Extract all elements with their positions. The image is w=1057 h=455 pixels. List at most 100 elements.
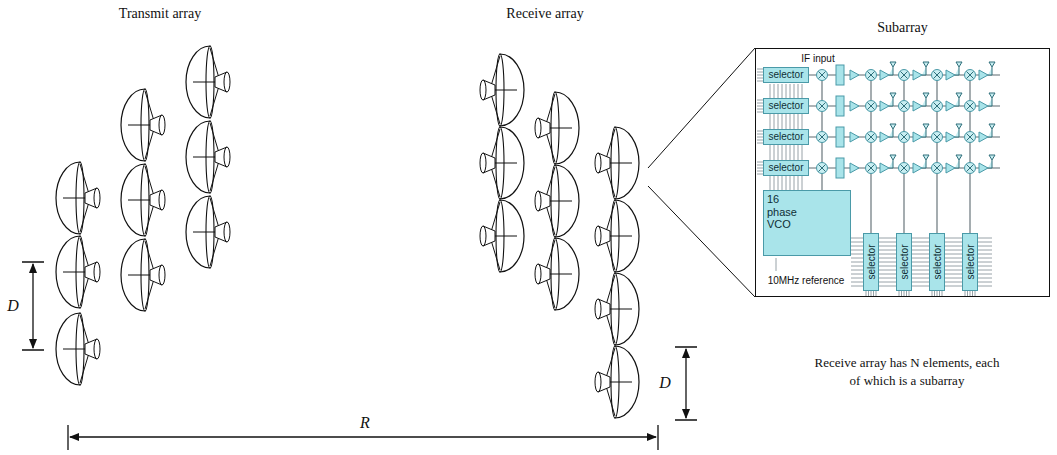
mixer-cross <box>934 134 941 141</box>
vco-box: 16 phase VCO <box>763 190 851 256</box>
antenna-symbol <box>922 93 929 106</box>
subarray-heading: Subarray <box>877 20 928 36</box>
mixer-symbol <box>899 70 910 81</box>
selector-box: selector <box>863 233 879 291</box>
amplifier-symbol <box>979 101 988 111</box>
mixer-cross <box>934 165 941 172</box>
amplifier-symbol <box>979 132 988 142</box>
dimension-marks <box>22 262 697 450</box>
amplifier-symbol <box>850 163 859 173</box>
mixer-cross <box>868 165 875 172</box>
selector-label: selector <box>932 244 943 279</box>
mixer-symbol <box>899 132 910 143</box>
mixer-symbol <box>899 101 910 112</box>
selector-box: selector <box>763 129 809 145</box>
mixer-symbol <box>965 132 976 143</box>
selector-label: selector <box>866 244 877 279</box>
feed-mouth <box>480 80 486 100</box>
antenna-symbol <box>955 62 962 75</box>
amplifier-symbol <box>880 132 889 142</box>
dimension-tick <box>675 347 697 420</box>
dish-antenna <box>56 236 100 308</box>
amplifier-symbol <box>946 101 955 111</box>
feed-mouth <box>224 222 230 242</box>
selector-box: selector <box>929 233 945 291</box>
feed-mouth <box>94 339 100 359</box>
antenna-symbol <box>889 155 896 168</box>
amplifier-symbol <box>850 70 859 80</box>
amplifier-symbol <box>880 163 889 173</box>
bus-wires <box>757 69 992 296</box>
antenna-symbol <box>955 124 962 137</box>
feed-mouth <box>480 226 486 246</box>
antenna-symbol <box>955 93 962 106</box>
mixer-cross <box>901 134 908 141</box>
dish-antenna <box>186 46 230 118</box>
feed-mouth <box>159 265 165 285</box>
selector-box: selector <box>763 98 809 114</box>
mixer-cross <box>901 165 908 172</box>
chip-circuit <box>757 62 1000 296</box>
mixer-symbol <box>866 163 877 174</box>
feed-mouth <box>595 153 601 173</box>
mixer-symbol <box>932 132 943 143</box>
mixer-cross <box>819 72 826 79</box>
selector-label: selector <box>764 161 808 175</box>
amplifier-symbol <box>913 70 922 80</box>
feed-mouth <box>480 153 486 173</box>
signal-name: IF input <box>800 53 835 64</box>
antenna-symbol <box>988 62 995 75</box>
selector-box: selector <box>962 233 978 291</box>
antenna-symbol <box>988 93 995 106</box>
mixer-cross <box>934 72 941 79</box>
mixer-symbol <box>965 163 976 174</box>
dimension-arrow <box>685 349 686 418</box>
mixer-cross <box>901 103 908 110</box>
selector-label: selector <box>764 68 808 82</box>
dish-antenna <box>595 273 639 345</box>
dimension-label: R <box>359 414 371 432</box>
selector-box: selector <box>763 160 809 176</box>
dish-antenna <box>595 346 639 418</box>
mixer-symbol <box>866 70 877 81</box>
feed-mouth <box>595 226 601 246</box>
amplifier-symbol <box>946 163 955 173</box>
dish-antenna <box>56 162 100 234</box>
antenna-symbol <box>922 155 929 168</box>
mixer-cross <box>868 134 875 141</box>
feed-mouth <box>224 147 230 167</box>
feed-mouth <box>159 190 165 210</box>
filter-block <box>836 158 844 178</box>
dish-antenna <box>535 92 579 164</box>
dish-antenna <box>121 89 165 161</box>
antenna-symbol <box>988 155 995 168</box>
mixer-symbol <box>817 70 828 81</box>
mixer-symbol <box>899 163 910 174</box>
selector-label: selector <box>965 244 976 279</box>
dish-antenna <box>56 313 100 385</box>
feed-mouth <box>595 299 601 319</box>
filter-block <box>836 96 844 116</box>
filter-block <box>836 65 844 85</box>
feed-mouth <box>535 191 541 211</box>
selector-box: selector <box>896 233 912 291</box>
dish-antenna <box>480 127 524 199</box>
amplifier-symbol <box>946 70 955 80</box>
mixer-symbol <box>965 70 976 81</box>
dish-antenna <box>480 200 524 272</box>
mixer-symbol <box>817 163 828 174</box>
note: Receive array has N elements, each of wh… <box>811 354 1003 390</box>
mixer-symbol <box>932 101 943 112</box>
dish-antenna <box>535 165 579 237</box>
feed-mouth <box>535 118 541 138</box>
mixer-cross <box>819 134 826 141</box>
amplifier-symbol <box>946 132 955 142</box>
feed-mouth <box>535 264 541 284</box>
dish-antenna <box>121 164 165 236</box>
mixer-symbol <box>932 70 943 81</box>
amplifier-symbol <box>880 101 889 111</box>
amplifier-symbol <box>880 70 889 80</box>
mixer-cross <box>967 103 974 110</box>
signal-name: 10MHz reference <box>767 275 846 286</box>
antenna-symbol <box>889 93 896 106</box>
